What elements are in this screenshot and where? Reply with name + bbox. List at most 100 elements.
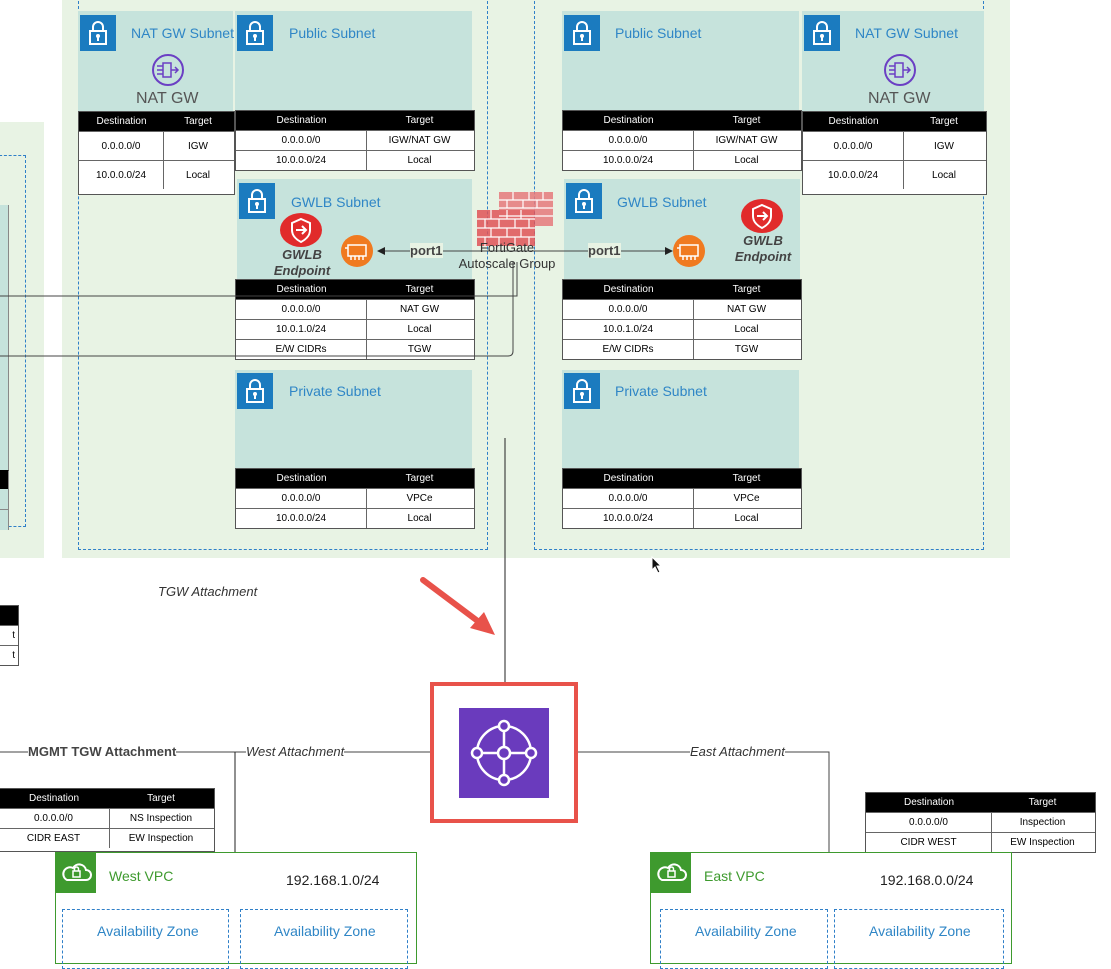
cell: 10.0.1.0/24 bbox=[563, 320, 694, 339]
port-label-right: port1 bbox=[588, 243, 621, 258]
lock-icon bbox=[566, 183, 602, 219]
vpc-cidr: 192.168.0.0/24 bbox=[880, 872, 974, 888]
az-label: Availability Zone bbox=[869, 923, 971, 939]
subnet-title: NAT GW Subnet bbox=[131, 25, 234, 41]
nat-gw-label: NAT GW bbox=[868, 90, 931, 107]
cell: IGW bbox=[188, 140, 208, 152]
vpc-name: East VPC bbox=[704, 868, 765, 884]
cell: 0.0.0.0/0 bbox=[0, 809, 110, 828]
public-subnet-right: Public Subnet bbox=[562, 11, 799, 110]
mgmt-availability-zone bbox=[0, 155, 26, 527]
availability-zone: Availability Zone bbox=[240, 909, 408, 969]
availability-zone-left bbox=[78, 0, 488, 550]
az-label: Availability Zone bbox=[97, 923, 199, 939]
port-label-left: port1 bbox=[410, 243, 443, 258]
fortigate-label-line1: FortiGate bbox=[479, 240, 535, 255]
header-target: Target bbox=[732, 115, 761, 126]
header-destination: Destination bbox=[603, 284, 654, 295]
cell: 0.0.0.0/0 bbox=[803, 132, 904, 160]
cell: Local bbox=[407, 513, 432, 524]
cell: 0.0.0.0/0 bbox=[563, 300, 694, 319]
transit-gateway-icon[interactable] bbox=[459, 708, 549, 798]
cell: Local bbox=[932, 169, 956, 181]
tgw-attachment-label: TGW Attachment bbox=[158, 584, 258, 599]
lock-icon bbox=[80, 15, 116, 51]
route-table-west-tgw: Destination Target 0.0.0.0/0 NS Inspection… bbox=[0, 788, 215, 852]
nat-gw-subnet-right: NAT GW Subnet NAT GW bbox=[802, 11, 984, 111]
header-destination: Destination bbox=[276, 473, 327, 484]
cell: TGW bbox=[734, 344, 759, 355]
cell: 10.0.0.0/24 bbox=[803, 161, 904, 189]
availability-zone-right bbox=[534, 0, 984, 550]
cell: 0.0.0.0/0 bbox=[563, 489, 694, 508]
private-subnet-left: Private Subnet bbox=[235, 370, 472, 469]
availability-zone: Availability Zone bbox=[62, 909, 229, 969]
cell: EW Inspection bbox=[128, 833, 194, 844]
availability-zone: Availability Zone bbox=[834, 909, 1004, 969]
vpc-cidr: 192.168.1.0/24 bbox=[286, 872, 380, 888]
cell: NS Inspection bbox=[129, 813, 193, 824]
header-target: Target bbox=[147, 793, 175, 804]
cell: 0.0.0.0/0 bbox=[236, 489, 367, 508]
public-subnet-left: Public Subnet bbox=[235, 11, 472, 110]
cell: 10.0.0.0/24 bbox=[563, 151, 694, 170]
nat-gateway-icon bbox=[152, 54, 184, 86]
cell: TGW bbox=[407, 344, 432, 355]
mouse-cursor-icon bbox=[651, 556, 663, 574]
cell: 10.0.0.0/24 bbox=[79, 161, 164, 189]
subnet-title: Private Subnet bbox=[615, 383, 707, 399]
header-target: Target bbox=[732, 284, 761, 295]
nat-gw-subnet-left: NAT GW Subnet NAT GW bbox=[78, 11, 234, 111]
route-table-partial-left: t t bbox=[0, 605, 19, 666]
cloud-lock-icon bbox=[56, 853, 96, 893]
availability-zone: Availability Zone bbox=[660, 909, 828, 969]
nat-gw-label: NAT GW bbox=[136, 90, 199, 107]
cloud-lock-icon bbox=[651, 853, 691, 893]
lock-icon bbox=[564, 15, 600, 51]
header-destination: Destination bbox=[28, 793, 80, 804]
header-destination: Destination bbox=[276, 284, 327, 295]
cell: 10.0.0.0/24 bbox=[236, 509, 367, 528]
cell: CIDR WEST bbox=[866, 833, 992, 852]
east-attachment-label: East Attachment bbox=[690, 744, 785, 759]
subnet-title: GWLB Subnet bbox=[617, 194, 707, 210]
lock-icon bbox=[239, 183, 275, 219]
firewall-icon bbox=[477, 192, 553, 246]
cell: 10.0.1.0/24 bbox=[236, 320, 367, 339]
cell: 0.0.0.0/0 bbox=[866, 813, 992, 832]
cell: IGW bbox=[934, 140, 954, 152]
west-vpc: West VPC 192.168.1.0/24 Availability Zon… bbox=[55, 852, 417, 969]
cell: VPCe bbox=[733, 493, 760, 504]
mgmt-attachment-label: MGMT TGW Attachment bbox=[28, 744, 177, 759]
gwlb-endpoint-icon bbox=[741, 199, 783, 233]
cell: EW Inspection bbox=[1010, 837, 1075, 848]
cell: IGW/NAT GW bbox=[715, 135, 778, 146]
network-interface-icon bbox=[341, 235, 373, 267]
cell: 0.0.0.0/0 bbox=[236, 300, 367, 319]
cell: t bbox=[0, 645, 18, 665]
header-target: Target bbox=[930, 116, 958, 127]
cell: 0.0.0.0/0 bbox=[236, 131, 367, 150]
fortigate-label: FortiGate Autoscale Group bbox=[448, 240, 566, 272]
subnet-title: GWLB Subnet bbox=[291, 194, 381, 210]
cell: 0.0.0.0/0 bbox=[563, 131, 694, 150]
cell: E/W CIDRs bbox=[236, 340, 367, 359]
gwlb-endpoint-icon bbox=[280, 213, 322, 247]
west-attachment-label: West Attachment bbox=[246, 744, 345, 759]
lock-icon bbox=[237, 373, 273, 409]
cell: IGW/NAT GW bbox=[388, 135, 451, 146]
header-target: Target bbox=[405, 473, 434, 484]
nat-gateway-icon bbox=[884, 54, 916, 86]
lock-icon bbox=[564, 373, 600, 409]
cell: 10.0.0.0/24 bbox=[563, 509, 694, 528]
subnet-title: Public Subnet bbox=[289, 25, 376, 41]
